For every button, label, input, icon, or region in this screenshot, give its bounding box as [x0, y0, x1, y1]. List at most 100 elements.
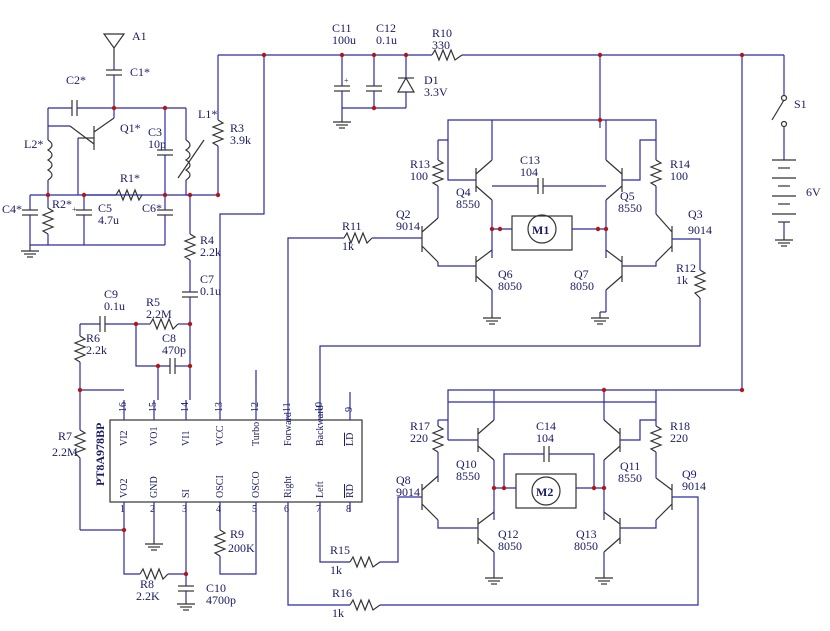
ic-pin-number: 13	[214, 402, 225, 412]
label-c1: C1*	[130, 65, 150, 79]
label-r3: R3	[230, 121, 244, 135]
ic-pin-number: 6	[284, 504, 289, 515]
label-r18: R18	[670, 419, 690, 433]
antenna-a1: A1	[102, 29, 147, 62]
value-q3: 9014	[688, 223, 712, 237]
resistor-r16: R16 1k	[287, 496, 699, 620]
value-r7: 2.2M	[52, 445, 78, 459]
label-q9: Q9	[682, 467, 697, 481]
label-l1: L1*	[198, 107, 217, 121]
resistor-r15: R15 1k	[319, 496, 422, 577]
ic-pin-8: 8RD	[345, 484, 356, 515]
value-q13: 8050	[574, 539, 598, 553]
label-c14: C14	[536, 419, 556, 433]
resistor-r14: R14 100	[649, 130, 690, 214]
ic-pin-number: 7	[316, 504, 321, 515]
ic-pin-number: 5	[252, 504, 257, 515]
ic-pin-number: 9	[344, 407, 355, 412]
resistor-r13: R13 100	[410, 128, 449, 218]
label-c7: C7	[200, 272, 214, 286]
ic-pin-number: 8	[346, 504, 351, 515]
label-q2: Q2	[396, 207, 411, 221]
transistor-q5: Q5 8550	[605, 120, 656, 258]
value-c13: 104	[520, 165, 538, 179]
ic-pin-name: Backward	[315, 405, 326, 446]
label-m2: M2	[536, 485, 553, 499]
value-r4: 2.2k	[200, 245, 221, 259]
capacitor-c14: C14 104	[503, 419, 595, 488]
value-r15: 1k	[330, 563, 342, 577]
ic-pin-9: 9LD	[344, 400, 356, 446]
label-c3: C3	[148, 125, 162, 139]
battery-6v: 6V	[772, 159, 821, 247]
label-c8: C8	[162, 331, 176, 345]
resistor-r10: R10 330	[431, 26, 463, 62]
svg-text:+: +	[344, 76, 349, 85]
resistor-r1: R1*	[84, 171, 143, 202]
value-r10: 330	[432, 38, 450, 52]
resistor-r3: R3 3.9k	[211, 55, 251, 195]
label-q6: Q6	[498, 267, 513, 281]
label-r8: R8	[140, 577, 154, 591]
transistor-q13: Q13 8050	[574, 511, 621, 585]
label-r7: R7	[58, 429, 72, 443]
value-c3: 10p	[148, 137, 166, 151]
value-c10: 4700p	[206, 593, 236, 607]
ic-pin-name: VO1	[149, 427, 160, 446]
value-q12: 8050	[498, 539, 522, 553]
label-battery: 6V	[806, 185, 821, 199]
label-r12: R12	[676, 261, 696, 275]
motor-m2: M2	[494, 473, 604, 509]
h-bridge-motor-2: R17 220 R18 220 Q10 8550 Q11	[287, 387, 745, 620]
label-r13: R13	[410, 157, 430, 171]
transistor-q12: Q12 8050	[477, 511, 522, 585]
capacitor-c6: C6*	[142, 195, 173, 245]
ic-top-pins: 16VI215VO114VI113VCC12Turbo11Forward10Ba…	[118, 400, 356, 446]
value-q6: 8050	[498, 279, 522, 293]
transistor-q3: Q3 9014	[622, 207, 712, 267]
capacitor-c11: + C11 100u	[332, 21, 356, 129]
motor-m1: M1	[492, 214, 606, 251]
capacitor-c4: C4*	[2, 195, 38, 245]
value-r17: 220	[410, 431, 428, 445]
transistor-q9: Q9 9014	[620, 467, 706, 529]
transistor-q6: Q6 8050	[475, 249, 522, 325]
label-c6: C6*	[142, 201, 162, 215]
value-q7: 8050	[570, 279, 594, 293]
value-r6: 2.2k	[86, 343, 107, 357]
label-c2: C2*	[66, 73, 86, 87]
value-r18: 220	[670, 431, 688, 445]
resistor-r5: R5 2.2M	[136, 295, 190, 331]
label-c9: C9	[104, 287, 118, 301]
label-q5: Q5	[620, 189, 635, 203]
ic-pin-name: VO2	[119, 479, 130, 498]
ic-pin-number: 12	[250, 402, 261, 412]
value-r13: 100	[410, 169, 428, 183]
label-q10: Q10	[456, 457, 477, 471]
label-d1: D1	[424, 73, 439, 87]
value-c8: 470p	[162, 343, 186, 357]
resistor-r8: R8 2.2K	[123, 512, 186, 603]
transistor-q1: Q1*	[69, 108, 141, 150]
ic-pin-number: 11	[282, 402, 293, 412]
value-r16: 1k	[332, 606, 344, 620]
resistor-r6: R6 2.2k	[73, 324, 107, 430]
capacitor-c5: + C5 4.7u	[72, 195, 119, 245]
svg-text:+: +	[72, 205, 77, 214]
capacitor-c3: C3 10p	[148, 108, 173, 195]
value-r14: 100	[670, 169, 688, 183]
label-q8: Q8	[396, 473, 411, 487]
resistor-r18: R18 220	[649, 419, 690, 478]
label-r9: R9	[230, 527, 244, 541]
label-m1: M1	[532, 223, 549, 237]
value-q8: 9014	[396, 485, 420, 499]
ic-pt8a978bp: PT8A978BP 16VI215VO114VI113VCC12Turbo11F…	[93, 400, 363, 515]
